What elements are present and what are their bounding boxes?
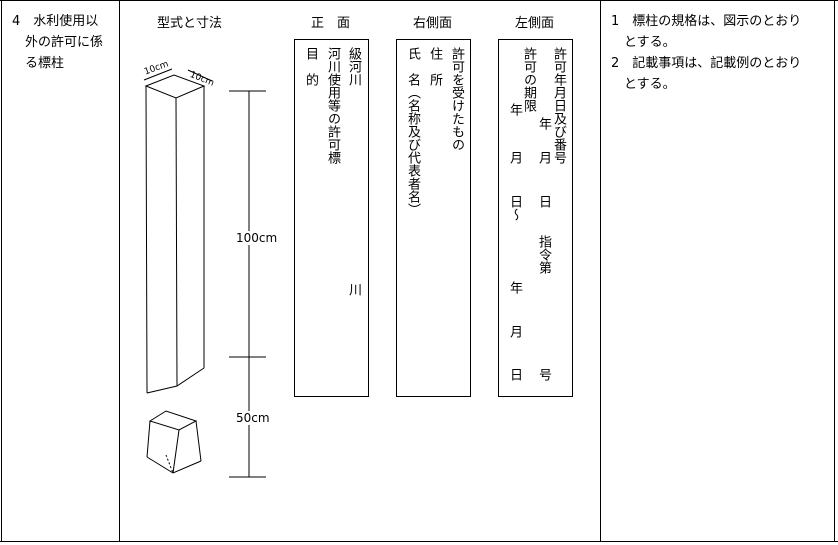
note-1-line-1: 1 標柱の規格は、図示のとおり bbox=[611, 14, 802, 29]
dimension-height-upper: 100cm bbox=[236, 231, 278, 245]
post-top-dimension-marks bbox=[143, 68, 213, 82]
note-2-line-1: 2 記載事項は、記載例のとおり bbox=[611, 56, 802, 71]
right-face-box bbox=[396, 39, 471, 397]
left-col-month-c: 月 bbox=[507, 325, 522, 338]
post-bottom-edge bbox=[146, 367, 205, 394]
category-line-1: 4 水利使用以 bbox=[12, 14, 99, 29]
left-face-box bbox=[498, 39, 573, 397]
front-col-purpose: 目 的 bbox=[303, 47, 318, 86]
header-front: 正 面 bbox=[311, 16, 351, 31]
category-line-3: る標柱 bbox=[25, 56, 65, 71]
header-right-side: 右側面 bbox=[413, 16, 453, 31]
note-1-line-2: とする。 bbox=[624, 35, 676, 50]
dimension-height-lower: 50cm bbox=[236, 411, 270, 425]
note-2-line-2: とする。 bbox=[624, 77, 676, 92]
left-col-year-b: 年 bbox=[507, 103, 522, 116]
front-col-river-suffix: 川 bbox=[346, 283, 361, 296]
right-col-address: 住 所 bbox=[427, 47, 442, 86]
left-col-day-c: 日 bbox=[507, 368, 522, 381]
post-front-left-edge bbox=[145, 85, 148, 394]
notes-cell: 1 標柱の規格は、図示のとおり とする。 2 記載事項は、記載例のとおり とする… bbox=[611, 11, 833, 95]
column-divider-1 bbox=[119, 0, 120, 542]
table-border-left bbox=[1, 0, 2, 542]
front-col-river-class: 級河川 bbox=[346, 47, 361, 86]
left-col-month-a: 月 bbox=[536, 151, 551, 164]
table-border-right bbox=[834, 0, 835, 542]
header-form-and-size: 型式と寸法 bbox=[157, 16, 223, 31]
left-col-year-a: 年 bbox=[536, 117, 551, 130]
category-cell: 4 水利使用以 外の許可に係 る標柱 bbox=[12, 11, 103, 74]
left-col-permit-date: 許可年月日及び番号 bbox=[551, 47, 566, 164]
category-line-2: 外の許可に係 bbox=[25, 35, 104, 50]
left-col-permit-period: 許可の期限 bbox=[521, 47, 536, 112]
left-col-directive: 指令第 bbox=[536, 235, 551, 274]
post-upper-prism bbox=[144, 74, 206, 394]
table-border-top bbox=[0, 0, 838, 1]
column-divider-2 bbox=[600, 0, 601, 542]
post-front-center-edge bbox=[175, 97, 178, 387]
left-col-month-b: 月 bbox=[507, 151, 522, 164]
left-col-year-c: 年 bbox=[507, 281, 522, 294]
front-col-permit-sign: 河川使用等の許可標 bbox=[325, 47, 340, 164]
left-col-day-from: 日～ bbox=[507, 195, 522, 221]
right-col-permittee: 許可を受けたもの bbox=[449, 47, 464, 151]
table-border-bottom bbox=[0, 541, 838, 542]
left-col-number: 号 bbox=[536, 368, 551, 381]
lower-block-top bbox=[148, 410, 198, 431]
left-col-day-a: 日 bbox=[536, 195, 551, 208]
right-col-name: 氏 名（名称及び代表者名） bbox=[405, 47, 420, 216]
header-left-side: 左側面 bbox=[515, 16, 555, 31]
post-lower-block bbox=[146, 410, 202, 474]
front-face-box bbox=[294, 39, 369, 397]
